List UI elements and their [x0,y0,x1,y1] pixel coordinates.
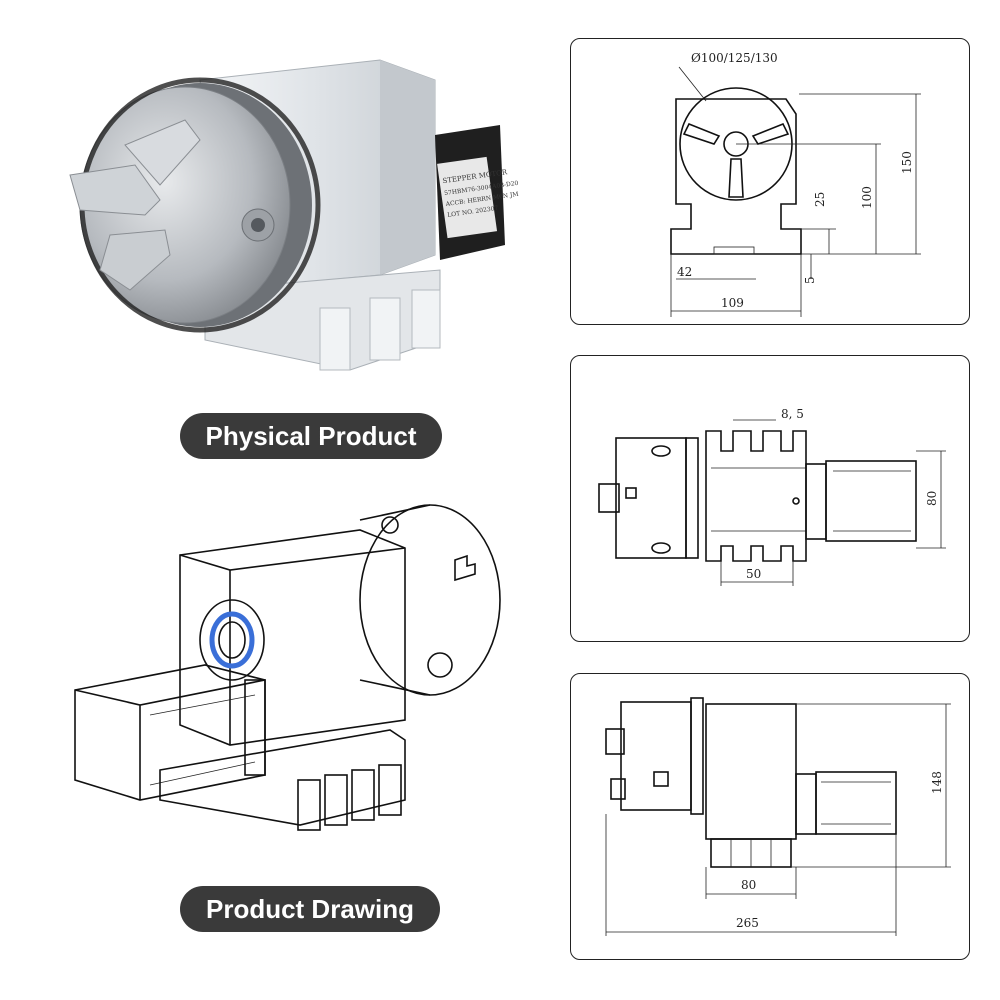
dim-height-total: 150 [900,151,914,174]
dim-slot-width: 42 [677,265,692,279]
dim-total-length: 265 [736,916,759,930]
dim-body-width: 80 [925,491,939,506]
front-view-panel: Ø100/125/130 150 100 25 5 42 109 [570,38,970,325]
side-view-panel: 148 80 265 [570,673,970,960]
dim-slot-pitch: 8, 5 [781,407,804,421]
physical-product-photo: STEPPER MOTOR 57HBM76-3004A08-D20 ACCB: … [69,59,519,371]
dim-base-offset: 5 [803,276,817,284]
dim-side-height: 148 [930,771,944,794]
dim-width: 109 [721,296,744,310]
physical-product-label: Physical Product [180,413,442,459]
product-drawing-label: Product Drawing [180,886,440,932]
bearing-ring [209,611,255,669]
top-view-panel: 8, 5 80 50 [570,355,970,642]
dim-height-center: 100 [860,186,874,209]
dim-slot-spacing: 50 [746,567,761,581]
dim-diameter: Ø100/125/130 [691,51,778,65]
product-drawing-isometric [74,504,501,831]
dim-body-length: 80 [741,878,756,892]
product-drawing-text: Product Drawing [205,893,414,924]
physical-product-text: Physical Product [205,420,417,451]
dim-height-base: 25 [813,192,827,207]
